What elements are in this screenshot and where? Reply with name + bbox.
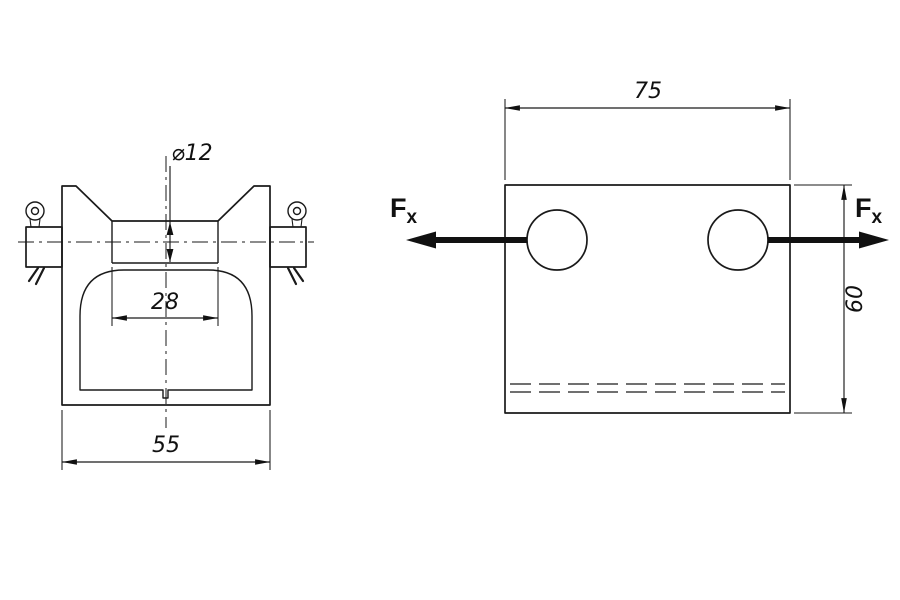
knob-ring-left-icon [25,201,45,221]
force-arrow-left: Fx [390,193,527,249]
plate-outline [504,184,791,414]
front-view: ⌀12 28 55 [18,141,314,470]
knob-hole-right-icon [292,206,302,216]
clamp-block-left [25,226,63,268]
dim-text-60: 60 [843,285,868,313]
dimension-plate-width: 75 [504,79,791,180]
hole-left [526,209,588,271]
inner-window-outline [79,269,253,399]
dim-text-55: 55 [152,433,180,458]
clamp-screw-left [25,201,63,286]
side-view: 75 60 Fx Fx [390,79,889,414]
force-label-left: Fx [390,193,418,228]
knob-neck-left [29,218,41,228]
dim-text-diameter: ⌀12 [171,141,212,166]
force-letter: F [855,193,872,223]
force-label-right: Fx [855,193,883,228]
dimension-hole-diameter: ⌀12 [166,141,213,262]
force-arrow-right: Fx [768,193,889,249]
cotter-pin-right [286,266,305,286]
dim-text-75: 75 [634,79,662,104]
force-arrowhead-left-icon [406,231,436,249]
dim-arrow-down-icon [166,249,174,262]
knob-neck-right [291,218,303,228]
knob-ring-right-icon [287,201,307,221]
force-subscript: x [407,207,418,228]
force-letter: F [390,193,407,223]
hole-right [707,209,769,271]
dimension-slot-width: 28 [111,267,219,326]
clamp-block-right [269,226,307,268]
cotter-pin-left [27,266,46,286]
dimension-overall-width: 55 [61,410,271,470]
clamp-screw-right [269,201,307,286]
dim-arrow-up-icon [166,222,174,235]
force-subscript: x [872,207,883,228]
dimension-plate-height: 60 [794,184,868,414]
knob-hole-left-icon [30,206,40,216]
dim-text-28: 28 [151,290,179,315]
force-arrowhead-right-icon [859,231,889,249]
